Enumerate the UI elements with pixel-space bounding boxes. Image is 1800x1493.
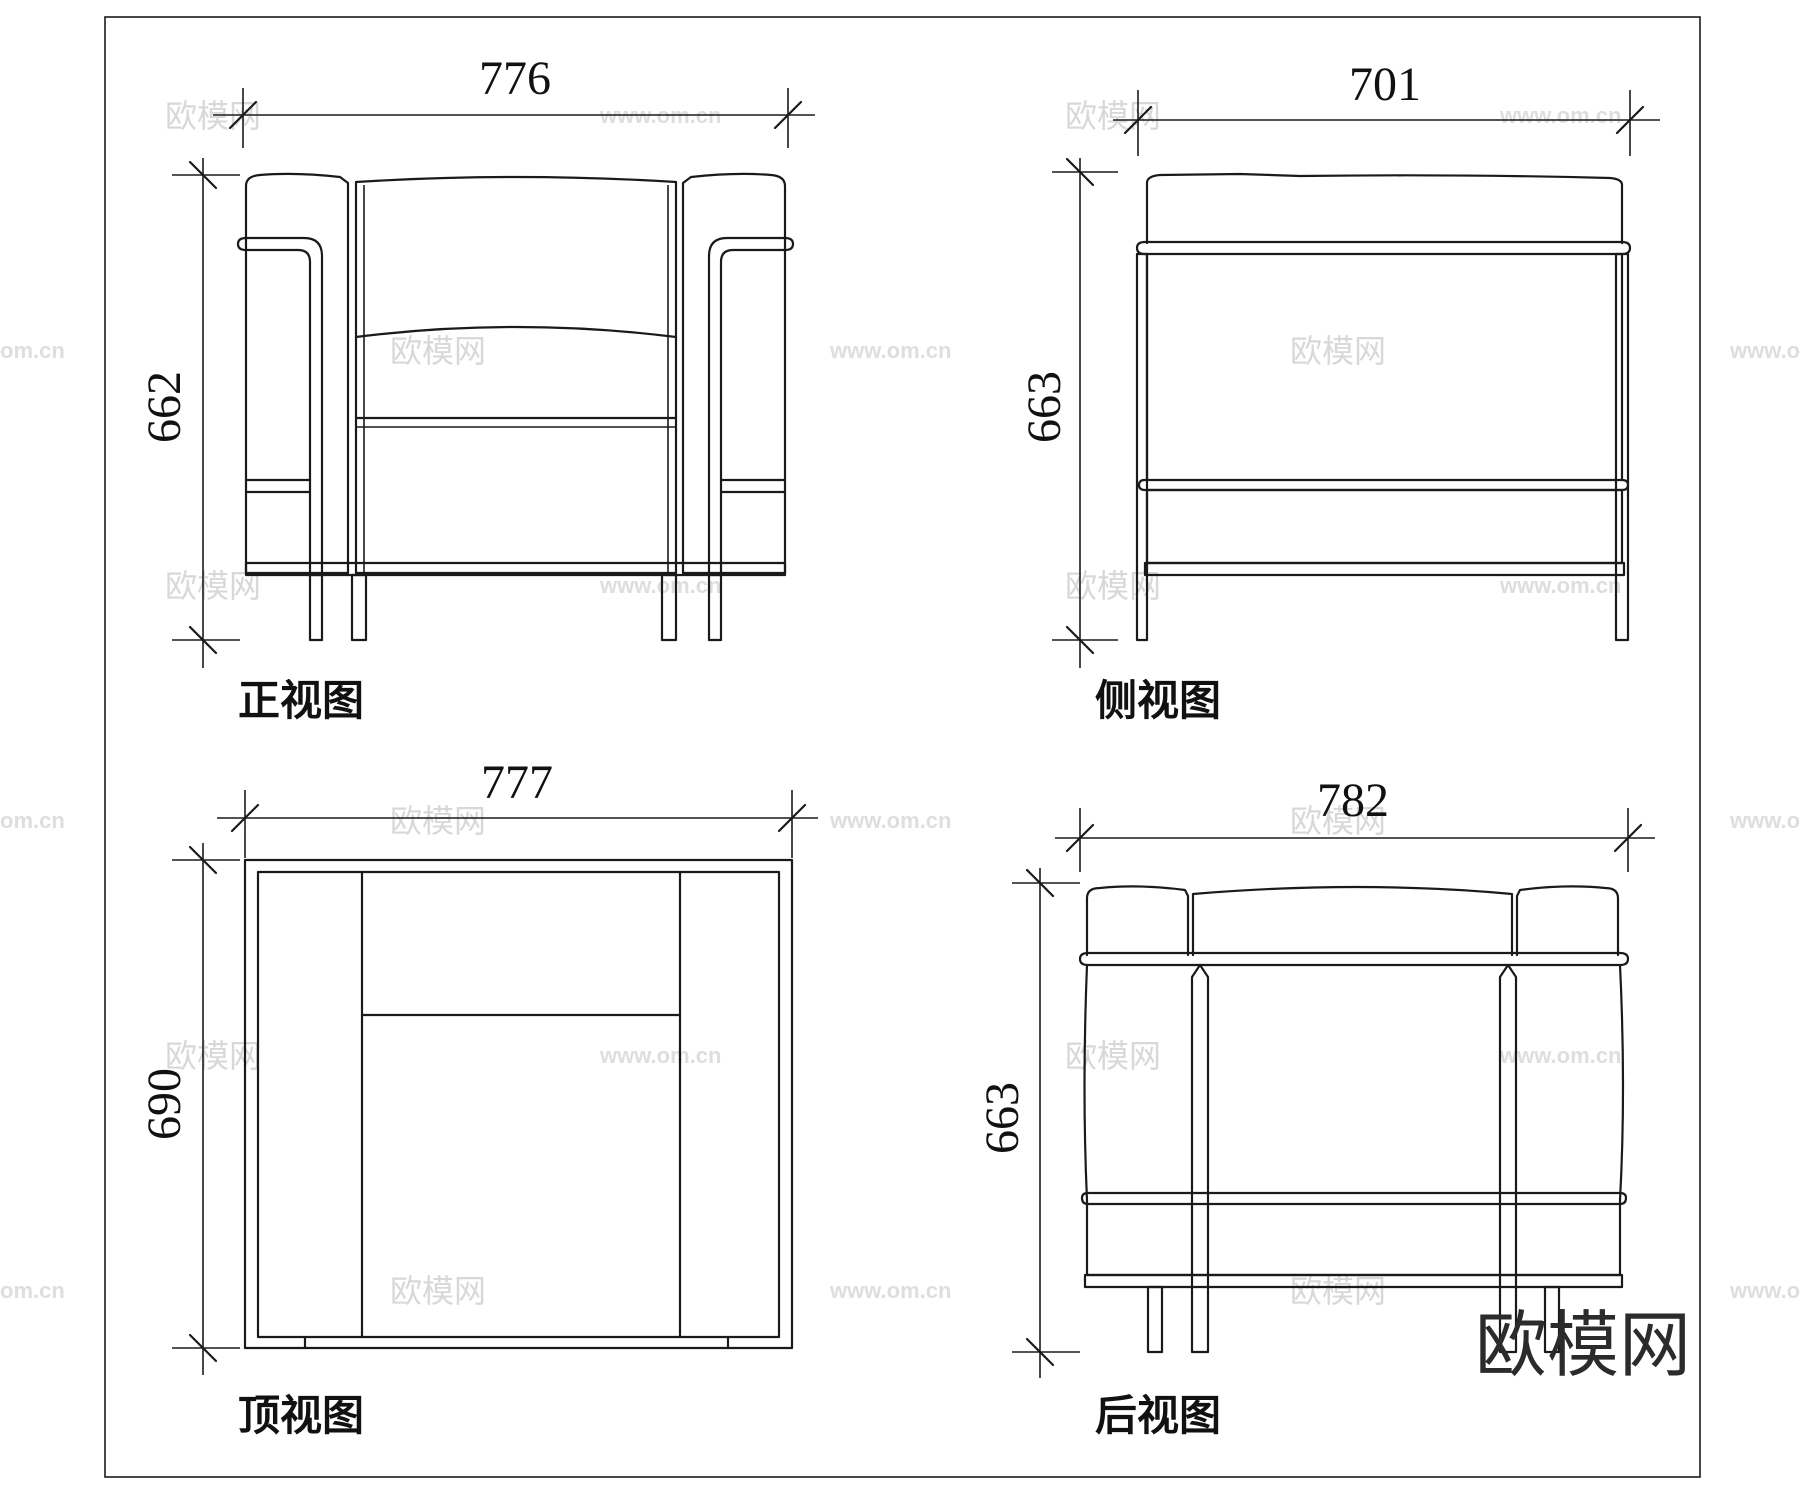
front-leg <box>707 573 723 642</box>
back-height-dimension <box>1012 868 1080 1378</box>
back-left-post <box>1190 963 1210 1354</box>
back-right-arm-cushion <box>1515 885 1620 957</box>
front-view: 776 662 <box>138 52 815 668</box>
back-right-post <box>1498 963 1518 1354</box>
back-view: 782 663 <box>976 774 1655 1378</box>
watermark-url: om.cn <box>0 808 65 833</box>
top-height-dimension <box>172 843 240 1375</box>
watermark-url: www.om.cn <box>1499 573 1621 598</box>
watermark-url: www.om.cn <box>599 573 721 598</box>
back-left-arm-cushion <box>1085 885 1190 957</box>
side-width-dimension <box>1113 90 1660 156</box>
watermark-url: www.om.cn <box>1729 338 1800 363</box>
back-height-label: 663 <box>976 1082 1029 1154</box>
drawing-frame <box>104 16 1701 1478</box>
watermark-logo: 欧模网 <box>390 802 486 840</box>
front-right-band <box>719 478 787 494</box>
front-height-dimension <box>172 158 240 668</box>
side-height-dimension <box>1052 157 1118 668</box>
watermark-url: www.om.cn <box>1729 808 1800 833</box>
watermark-logo: 欧模网 <box>390 1272 486 1310</box>
watermark-url: www.om.cn <box>599 1043 721 1068</box>
front-left-tube <box>236 236 324 575</box>
back-width-label: 782 <box>1317 774 1389 827</box>
front-view-label: 正视图 <box>238 676 364 725</box>
front-leg <box>350 573 368 642</box>
front-right-armrest <box>681 172 787 575</box>
watermark-url: www.om.cn <box>829 338 951 363</box>
side-height-label: 663 <box>1018 371 1071 443</box>
side-view: 701 663 <box>1018 58 1660 668</box>
brand-logo: 欧模网 <box>1475 1303 1691 1387</box>
back-top-rail <box>1078 951 1630 967</box>
back-base-rail <box>1083 1273 1624 1289</box>
watermark-logo: 欧模网 <box>1065 97 1161 135</box>
watermark-url: www.om.cn <box>1499 103 1621 128</box>
watermark-url: www.om.cn <box>829 1278 951 1303</box>
watermark-url: om.cn <box>0 1278 65 1303</box>
front-width-label: 776 <box>479 52 551 105</box>
watermark-logo: 欧模网 <box>390 332 486 370</box>
front-left-band <box>244 478 312 494</box>
front-width-dimension <box>213 88 815 148</box>
top-view: 777 690 <box>138 756 818 1375</box>
watermark-url: www.om.cn <box>829 808 951 833</box>
top-height-label: 690 <box>138 1068 191 1140</box>
watermark-logo: 欧模网 <box>1290 332 1386 370</box>
side-lower-body <box>1145 488 1624 565</box>
watermark-url: www.om.cn <box>1499 1043 1621 1068</box>
back-view-label: 后视图 <box>1095 1391 1221 1440</box>
back-body <box>1083 963 1625 1277</box>
side-view-label: 侧视图 <box>1095 676 1221 725</box>
watermark-logo: 欧模网 <box>1290 1272 1386 1310</box>
front-right-tube <box>707 236 795 575</box>
back-leg <box>1146 1285 1164 1354</box>
side-leg-front <box>1135 252 1149 642</box>
top-width-dimension <box>217 790 818 858</box>
watermark-logo: 欧模网 <box>165 97 261 135</box>
side-mid-rail <box>1137 478 1630 492</box>
top-view-label: 顶视图 <box>238 1391 364 1440</box>
watermark-logo: 欧模网 <box>1290 802 1386 840</box>
back-center-cushion <box>1191 885 1514 957</box>
front-seat-cushion-top <box>354 325 678 339</box>
front-leg <box>660 573 678 642</box>
side-width-label: 701 <box>1349 58 1421 111</box>
side-base-rail <box>1143 561 1626 577</box>
watermark-logo: 欧模网 <box>1065 1037 1161 1075</box>
watermark-url: om.cn <box>0 338 65 363</box>
side-cushion <box>1145 172 1624 245</box>
side-leg-back <box>1614 252 1630 642</box>
top-inner-body <box>256 870 781 1350</box>
front-leg <box>308 573 324 642</box>
front-height-label: 662 <box>138 371 191 443</box>
side-top-rail <box>1135 240 1632 256</box>
watermark-url: www.om.cn <box>1729 1278 1800 1303</box>
front-left-armrest <box>244 172 350 575</box>
front-backrest <box>354 175 678 575</box>
front-base-rail <box>244 561 787 577</box>
back-width-dimension <box>1055 808 1655 872</box>
watermark-layer: 欧模网 欧模网 欧模网 欧模网 欧模网 欧模网 欧模网 欧模网 欧模网 欧模网 … <box>0 97 1800 1310</box>
top-width-label: 777 <box>481 756 553 809</box>
top-outer-frame <box>243 858 794 1350</box>
back-mid-rail <box>1080 1191 1628 1206</box>
back-leg <box>1543 1285 1561 1354</box>
